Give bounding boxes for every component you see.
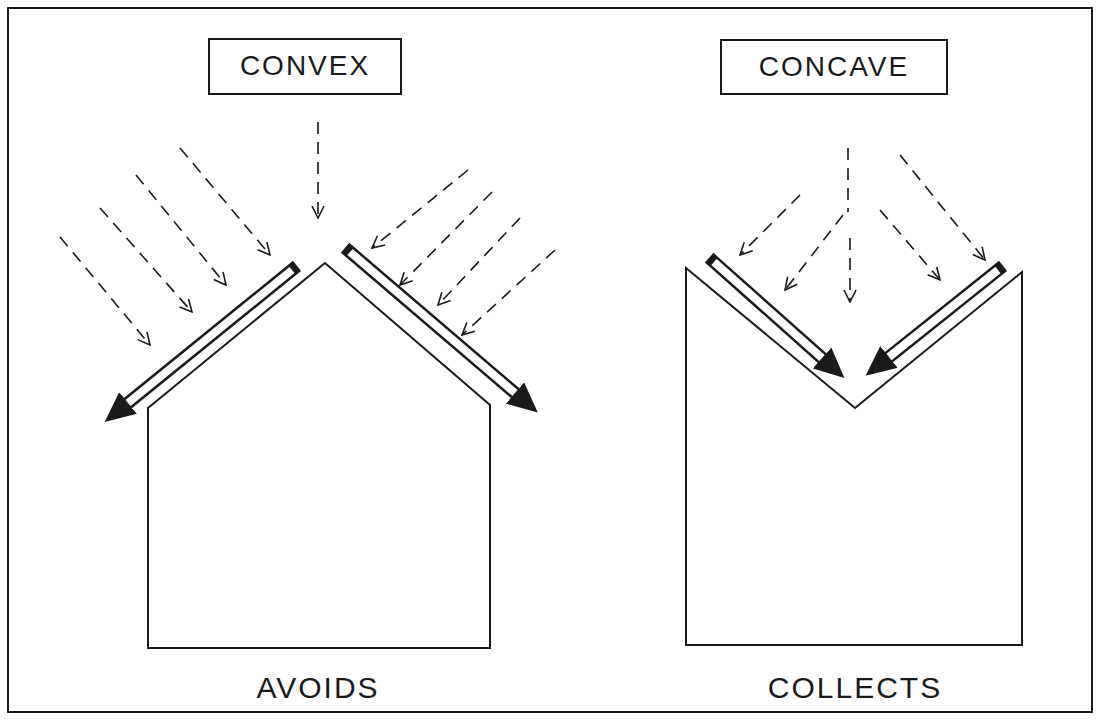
caption-word: AVOIDS	[256, 671, 379, 705]
concave-house	[686, 268, 1022, 645]
collect-arrows	[714, 262, 998, 358]
heading-text: CONVEX	[240, 50, 370, 82]
rain-arrows	[60, 122, 555, 345]
runoff-arrows	[128, 252, 515, 403]
rain-arrows	[740, 148, 985, 302]
frame	[8, 8, 1092, 712]
heading-box: CONCAVE	[720, 39, 948, 95]
caption-word: COLLECTS	[768, 671, 942, 705]
heading-text: CONCAVE	[759, 51, 909, 83]
heading-box: CONVEX	[208, 38, 402, 95]
